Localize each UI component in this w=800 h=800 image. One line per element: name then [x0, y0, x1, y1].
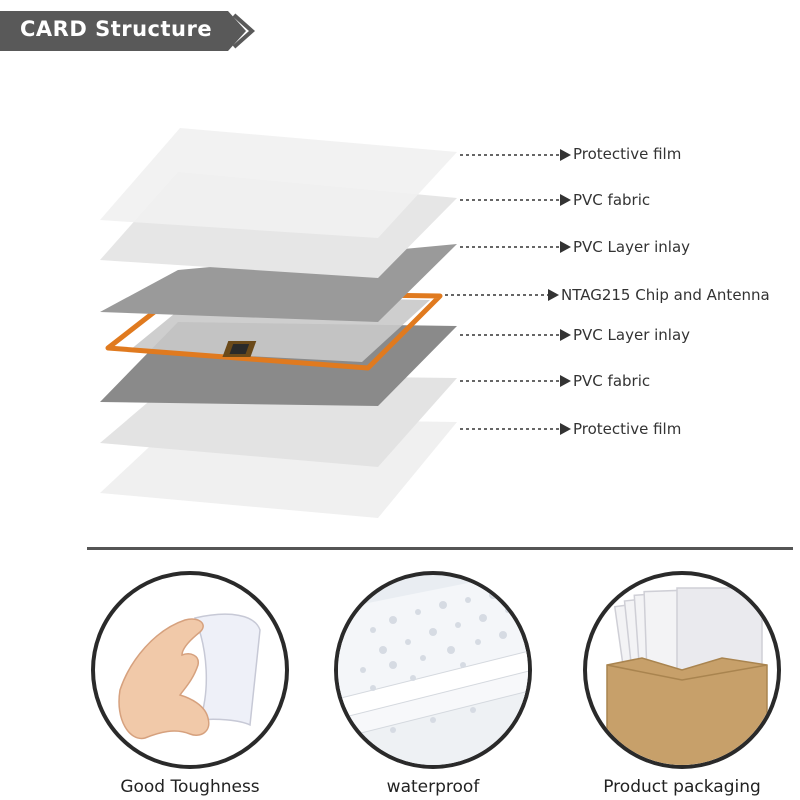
caption-waterproof: waterproof: [386, 777, 480, 797]
label-ntag215-chip-antenna: NTAG215 Chip and Antenna: [561, 286, 770, 304]
hand-bending-card-icon: [91, 571, 289, 769]
card-layer-stack: [100, 128, 571, 518]
section-divider: [87, 547, 793, 550]
leader-arrowheads: [548, 149, 571, 435]
label-pvc-fabric-top: PVC fabric: [573, 191, 651, 209]
banner-title: CARD Structure: [20, 17, 213, 41]
feature-waterproof: [333, 570, 533, 770]
banner-arrow-shape: [0, 11, 256, 51]
label-pvc-fabric-bottom: PVC fabric: [573, 372, 651, 390]
label-protective-film-top: Protective film: [573, 145, 682, 163]
label-protective-film-bottom: Protective film: [573, 420, 682, 438]
caption-toughness: Good Toughness: [120, 777, 260, 797]
wet-cards-icon: [334, 571, 532, 769]
layer-protective-film-top: [100, 128, 457, 238]
leader-lines: [445, 154, 562, 430]
chip-module: [222, 341, 257, 357]
label-pvc-layer-inlay-top: PVC Layer inlay: [573, 238, 691, 256]
feature-toughness: [90, 570, 290, 770]
section-banner: [0, 11, 260, 51]
label-pvc-layer-inlay-bottom: PVC Layer inlay: [573, 326, 691, 344]
caption-packaging: Product packaging: [603, 777, 761, 797]
cards-in-kraft-envelope-icon: [583, 571, 781, 769]
feature-packaging: [582, 570, 782, 770]
